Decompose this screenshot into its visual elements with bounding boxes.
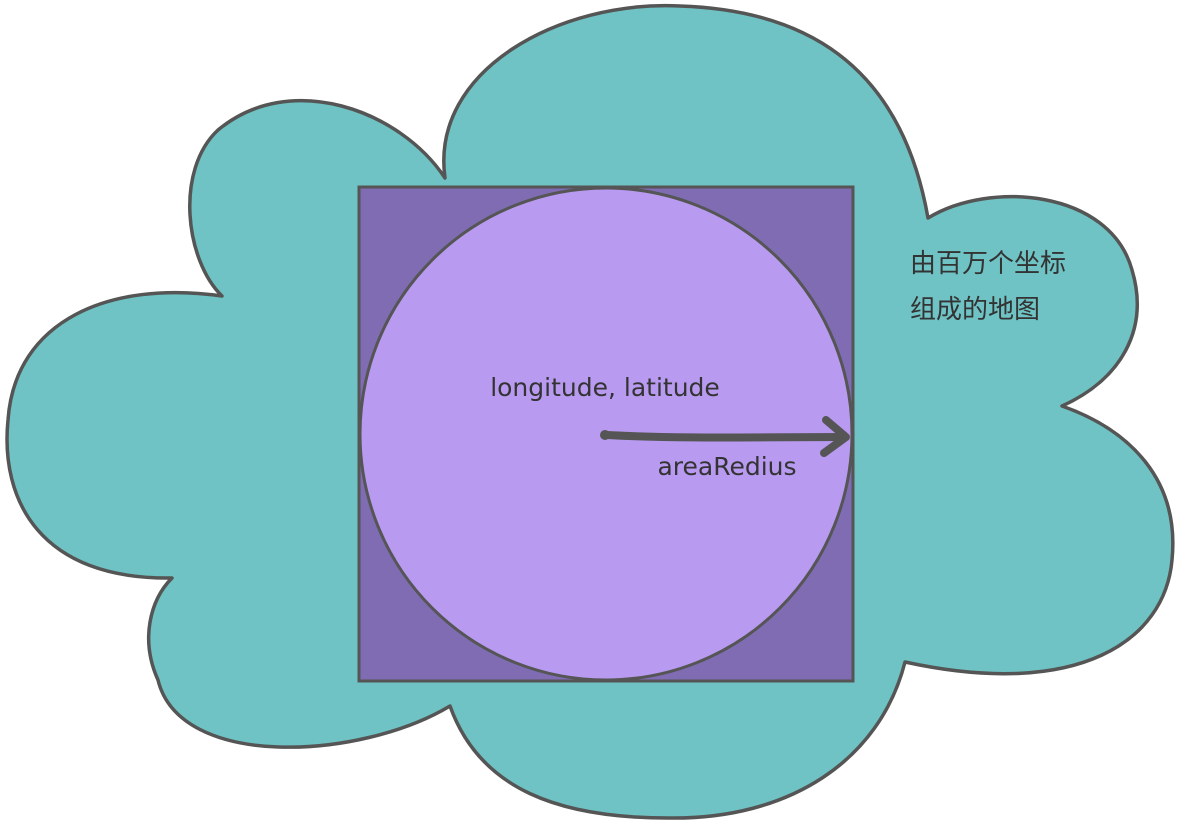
map-note-line-2: 组成的地图 xyxy=(910,295,1040,325)
center-coordinate-label: longitude, latitude xyxy=(490,373,720,402)
radius-arrow xyxy=(600,416,850,457)
radius-label: areaRedius xyxy=(657,452,796,481)
radius-arrow-shaft xyxy=(603,431,848,442)
map-note-line-1: 由百万个坐标 xyxy=(910,249,1066,279)
radius-arrow-head xyxy=(820,416,850,457)
